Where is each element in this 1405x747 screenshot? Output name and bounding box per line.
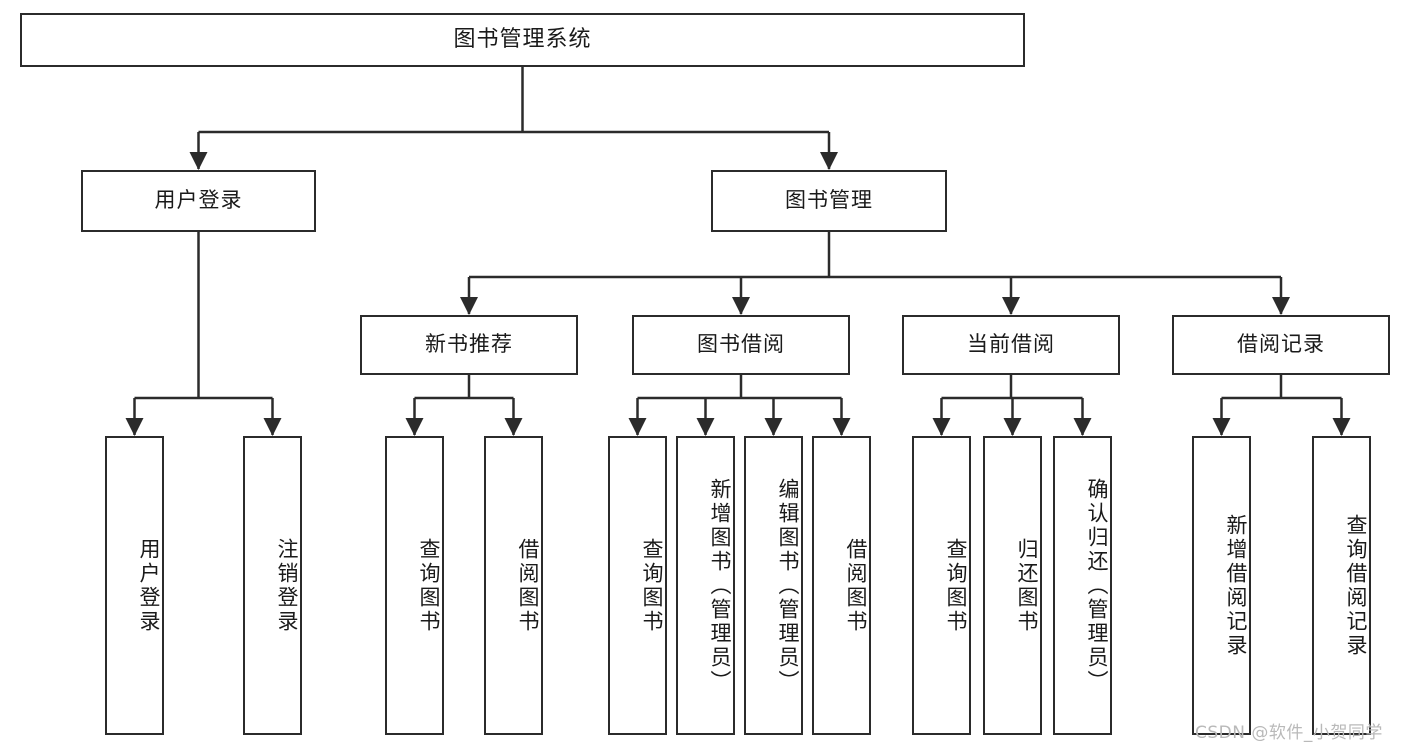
arrowhead: [820, 152, 838, 170]
arrowhead: [696, 418, 715, 436]
node-leaf-edit-book[interactable]: 编辑图书（管理员）: [744, 436, 803, 735]
arrowhead: [1332, 418, 1351, 436]
node-leaf-query-book-1[interactable]: 查询图书: [385, 436, 444, 735]
node-label: 确认归还（管理员）: [1085, 477, 1109, 694]
arrowhead: [504, 418, 523, 436]
arrowhead: [263, 418, 282, 436]
node-label: 借阅图书: [516, 537, 540, 634]
node-leaf-logout[interactable]: 注销登录: [243, 436, 302, 735]
node-label: 查询图书: [417, 537, 441, 634]
node-leaf-query-record[interactable]: 查询借阅记录: [1312, 436, 1371, 735]
node-book-manage[interactable]: 图书管理: [711, 170, 947, 232]
node-current-borrow[interactable]: 当前借阅: [902, 315, 1120, 375]
arrowhead: [732, 297, 750, 315]
node-new-book-rec[interactable]: 新书推荐: [360, 315, 578, 375]
node-label: 用户登录: [154, 188, 243, 213]
arrowhead: [1073, 418, 1092, 436]
node-root[interactable]: 图书管理系统: [20, 13, 1025, 67]
node-borrow-record[interactable]: 借阅记录: [1172, 315, 1390, 375]
arrowhead: [1003, 418, 1022, 436]
node-leaf-borrow-book-2[interactable]: 借阅图书: [812, 436, 871, 735]
node-label: 编辑图书（管理员）: [776, 477, 800, 694]
node-label: 用户登录: [137, 537, 161, 634]
node-label: 查询图书: [640, 537, 664, 634]
node-book-borrow[interactable]: 图书借阅: [632, 315, 850, 375]
node-leaf-query-book-2[interactable]: 查询图书: [608, 436, 667, 735]
node-leaf-add-book[interactable]: 新增图书（管理员）: [676, 436, 735, 735]
node-user-login[interactable]: 用户登录: [81, 170, 316, 232]
arrowhead: [628, 418, 647, 436]
node-label: 图书管理: [785, 188, 873, 213]
node-leaf-query-book-3[interactable]: 查询图书: [912, 436, 971, 735]
arrowhead: [832, 418, 851, 436]
node-leaf-return-book[interactable]: 归还图书: [983, 436, 1042, 735]
node-label: 新增借阅记录: [1224, 513, 1248, 658]
node-label: 新书推荐: [425, 332, 513, 357]
arrowhead: [1272, 297, 1290, 315]
node-label: 图书借阅: [697, 332, 785, 357]
node-label: 新增图书（管理员）: [708, 477, 732, 694]
node-label: 查询借阅记录: [1344, 513, 1368, 658]
arrowhead: [764, 418, 783, 436]
arrowhead: [125, 418, 144, 436]
node-label: 注销登录: [275, 537, 299, 634]
arrowhead: [1002, 297, 1020, 315]
node-label: 图书管理系统: [453, 26, 592, 52]
arrowhead: [189, 152, 208, 170]
node-label: 借阅记录: [1237, 332, 1325, 357]
node-leaf-confirm-return[interactable]: 确认归还（管理员）: [1053, 436, 1112, 735]
arrowhead: [460, 297, 478, 315]
arrowhead: [405, 418, 424, 436]
node-leaf-borrow-book-1[interactable]: 借阅图书: [484, 436, 543, 735]
node-label: 归还图书: [1015, 537, 1039, 634]
node-leaf-user-login[interactable]: 用户登录: [105, 436, 164, 735]
node-label: 当前借阅: [967, 332, 1055, 357]
arrowhead: [1212, 418, 1231, 436]
node-leaf-add-record[interactable]: 新增借阅记录: [1192, 436, 1251, 735]
watermark: CSDN @软件_小贺同学: [1195, 723, 1383, 743]
arrowhead: [932, 418, 951, 436]
node-label: 借阅图书: [844, 537, 868, 634]
node-label: 查询图书: [944, 537, 968, 634]
